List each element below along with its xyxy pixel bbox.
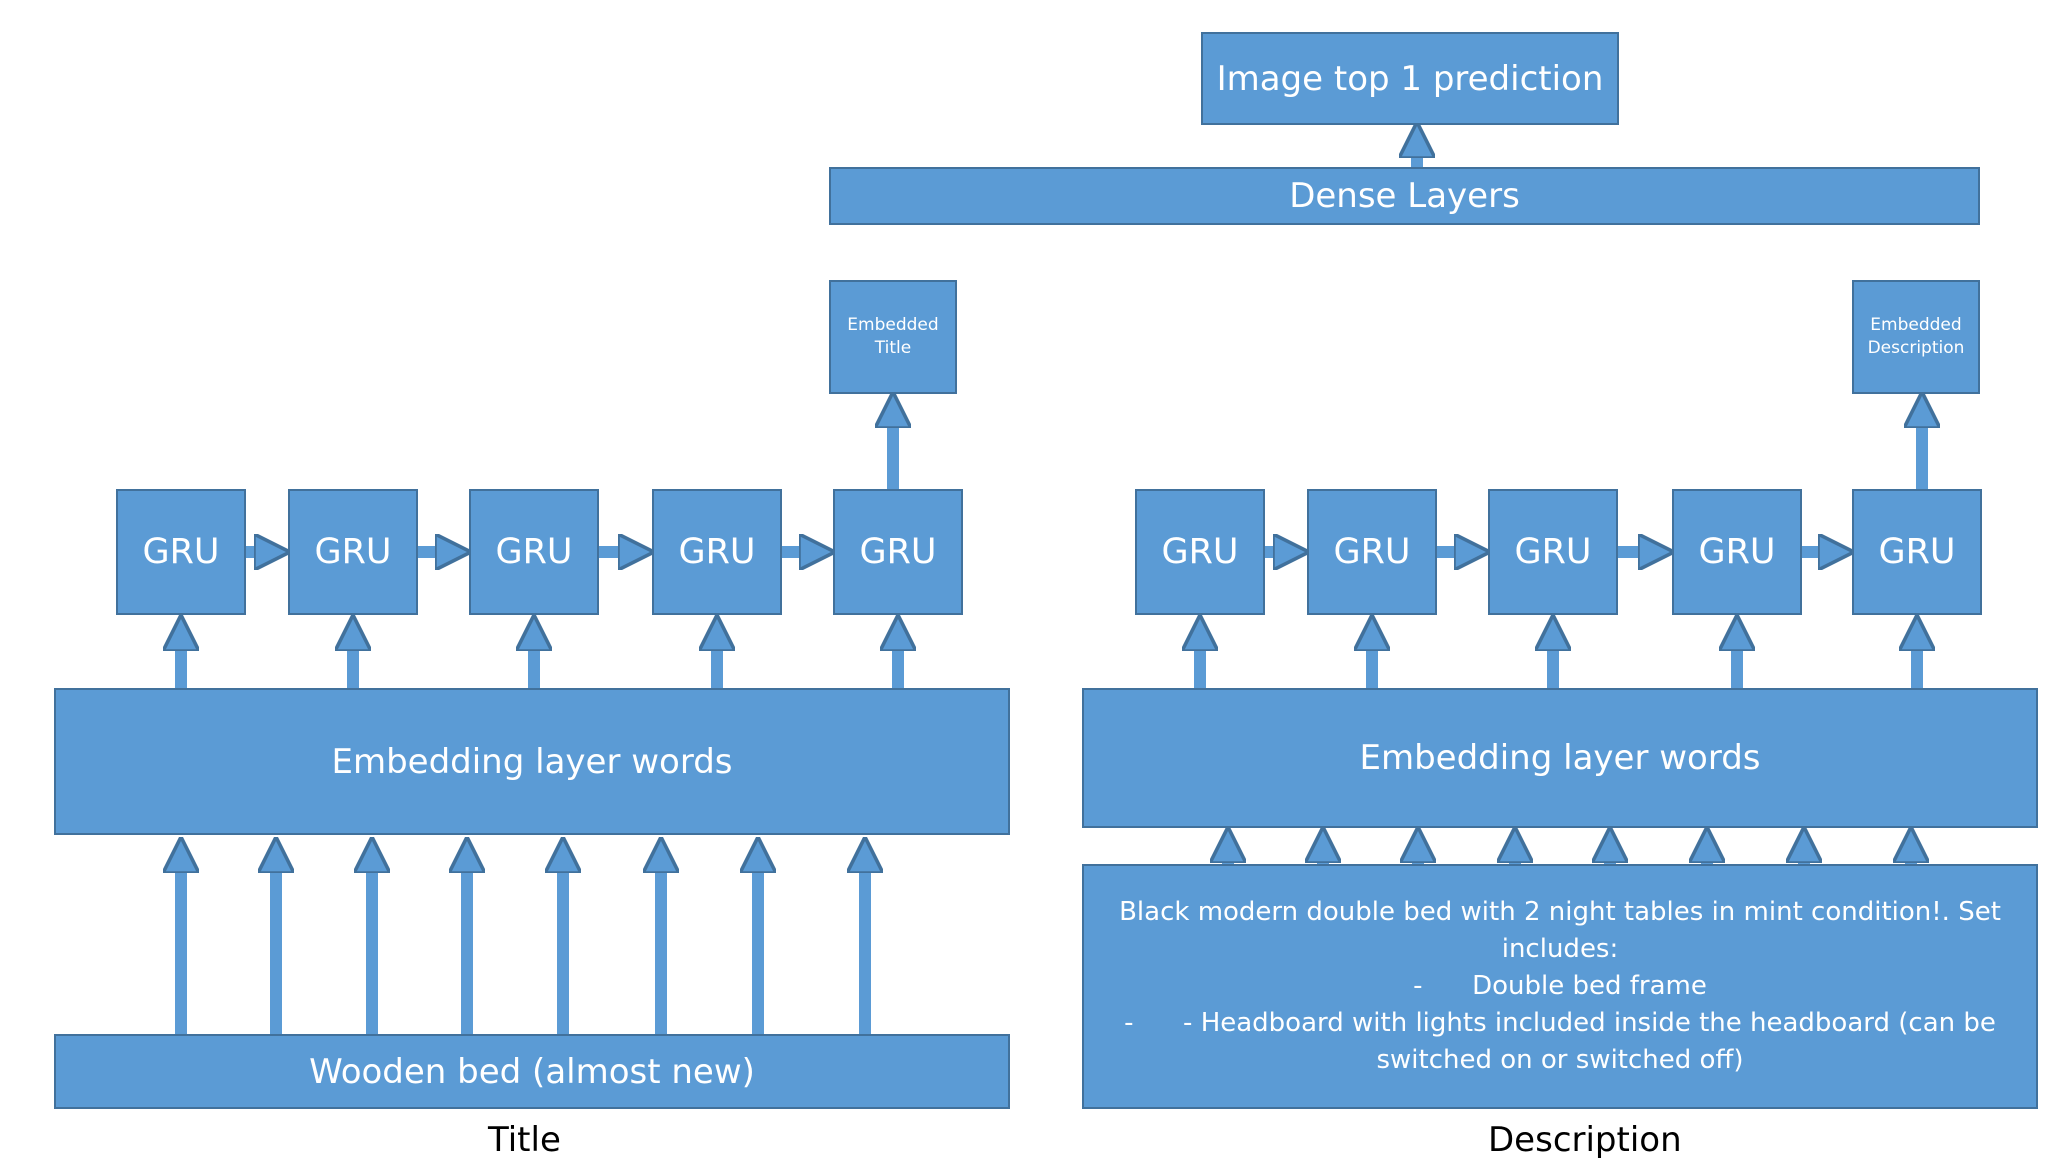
left-gru-2: GRU [288, 489, 418, 615]
right-gru-3: GRU [1488, 489, 1618, 615]
left-gru-3: GRU [469, 489, 599, 615]
left-gru-5: GRU [833, 489, 963, 615]
embedded-description-label: Embedded Description [1867, 315, 1965, 358]
right-embedding-layer: Embedding layer words [1082, 688, 2038, 828]
embedded-title-box: Embedded Title [829, 280, 957, 394]
left-gru-4: GRU [652, 489, 782, 615]
left-gru-1: GRU [116, 489, 246, 615]
prediction-box: Image top 1 prediction [1201, 32, 1619, 125]
description-caption: Description [1488, 1120, 1682, 1160]
right-gru-2: GRU [1307, 489, 1437, 615]
embedded-title-label: Embedded Title [847, 315, 939, 358]
description-input-box: Black modern double bed with 2 night tab… [1082, 864, 2038, 1109]
title-caption: Title [488, 1120, 561, 1160]
right-gru-4: GRU [1672, 489, 1802, 615]
prediction-label: Image top 1 prediction [1216, 58, 1604, 99]
description-input-text: Black modern double bed with 2 night tab… [1119, 897, 2001, 1075]
dense-layers-box: Dense Layers [829, 167, 1980, 225]
dense-layers-label: Dense Layers [1289, 176, 1520, 216]
left-embedding-layer: Embedding layer words [54, 688, 1010, 835]
title-input-box: Wooden bed (almost new) [54, 1034, 1010, 1109]
right-gru-5: GRU [1852, 489, 1982, 615]
embedded-description-box: Embedded Description [1852, 280, 1980, 394]
right-gru-1: GRU [1135, 489, 1265, 615]
